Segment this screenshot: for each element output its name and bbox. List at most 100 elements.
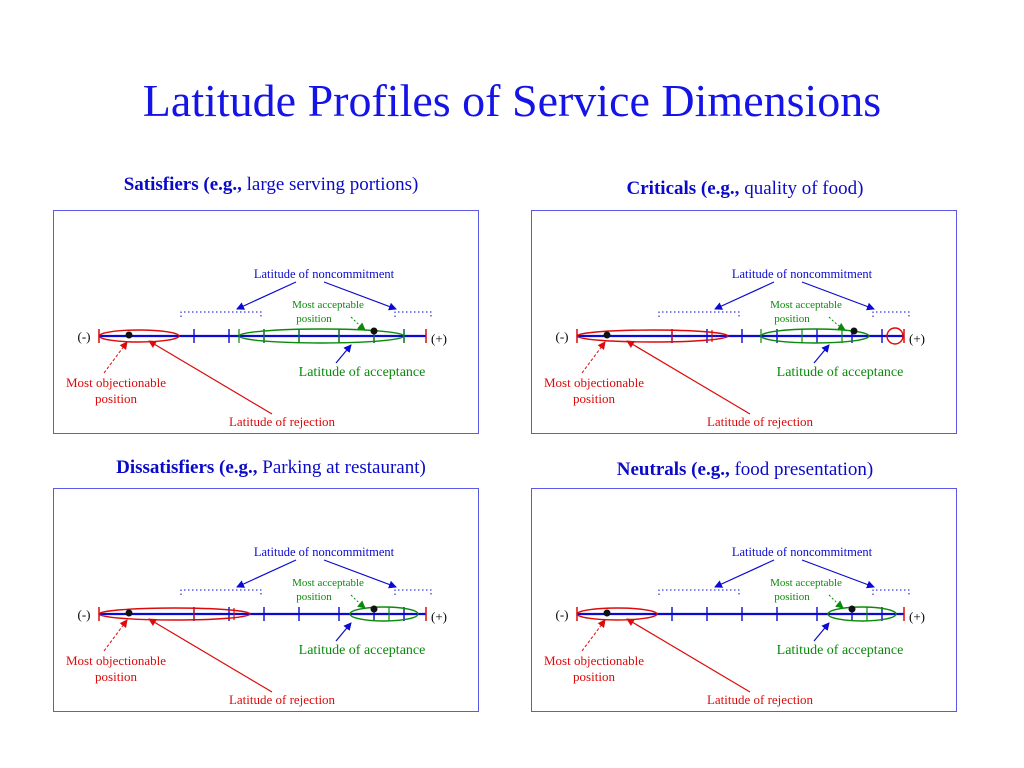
most-objectionable-label: position — [95, 391, 137, 406]
noncommitment-arrow — [714, 559, 775, 588]
rejection-ellipse — [576, 329, 729, 343]
noncommitment-bracket — [180, 311, 262, 317]
rejection-arrow — [148, 340, 273, 415]
noncommitment-bracket — [394, 311, 432, 317]
most-objectionable-label: Most objectionable — [66, 375, 166, 390]
panel-heading-rest: large serving portions) — [241, 174, 419, 195]
most-acceptable-label: position — [296, 591, 332, 603]
noncommitment-label: Latitude of noncommitment — [254, 545, 395, 559]
most-objectionable-dot — [125, 331, 133, 339]
most-objectionable-label: position — [573, 669, 615, 684]
rejection-ellipse — [98, 329, 180, 343]
panel-heading-neutrals: Neutrals (e.g., food presentation) — [525, 459, 965, 481]
most-acceptable-label: Most acceptable — [770, 299, 842, 311]
positive-end-label: (+) — [431, 609, 447, 624]
noncommitment-arrow — [801, 281, 875, 311]
negative-end-label: (-) — [78, 329, 91, 344]
panel-heading-rest: quality of food) — [739, 178, 864, 199]
page-title: Latitude Profiles of Service Dimensions — [142, 75, 882, 126]
rejection-ellipse — [98, 607, 251, 621]
noncommitment-arrow — [323, 559, 397, 589]
negative-end-label: (-) — [556, 329, 569, 344]
negative-end-label: (-) — [556, 607, 569, 622]
panel-heading-satisfiers: Satisfiers (e.g., large serving portions… — [51, 174, 491, 196]
noncommitment-arrow — [801, 559, 875, 589]
most-objectionable-arrow — [581, 341, 606, 374]
panel-heading-criticals: Criticals (e.g., quality of food) — [525, 178, 965, 200]
most-objectionable-label: position — [573, 391, 615, 406]
most-acceptable-arrow — [828, 316, 846, 331]
noncommitment-bracket — [394, 589, 432, 595]
most-objectionable-arrow — [103, 341, 128, 374]
panel-heading-dissatisfiers: Dissatisfiers (e.g., Parking at restaura… — [51, 457, 491, 479]
rejection-arrow — [626, 340, 751, 415]
most-acceptable-arrow — [350, 594, 366, 609]
acceptance-label: Latitude of acceptance — [299, 643, 426, 658]
most-acceptable-arrow — [350, 316, 366, 331]
positive-end-label: (+) — [431, 331, 447, 346]
acceptance-arrow — [813, 344, 830, 364]
noncommitment-label: Latitude of noncommitment — [732, 267, 873, 281]
rejection-outlier-circle — [886, 327, 904, 345]
most-objectionable-label: Most objectionable — [66, 653, 166, 668]
panel-heading-rest: food presentation) — [729, 459, 874, 480]
rejection-label: Latitude of rejection — [229, 414, 336, 429]
most-acceptable-dot — [850, 327, 858, 335]
rejection-label: Latitude of rejection — [707, 414, 814, 429]
rejection-ellipse — [576, 607, 658, 621]
most-acceptable-label: Most acceptable — [770, 577, 842, 589]
panel-heading-rest: Parking at restaurant) — [257, 457, 426, 478]
noncommitment-bracket — [872, 311, 910, 317]
panel-heading-bold: Criticals (e.g., — [626, 178, 740, 199]
noncommitment-bracket — [658, 589, 740, 595]
most-acceptable-dot — [370, 605, 378, 613]
noncommitment-bracket — [658, 311, 740, 317]
noncommitment-label: Latitude of noncommitment — [732, 545, 873, 559]
positive-end-label: (+) — [909, 609, 925, 624]
most-acceptable-label: Most acceptable — [292, 577, 364, 589]
positive-end-label: (+) — [909, 331, 925, 346]
most-acceptable-arrow — [828, 594, 844, 609]
acceptance-label: Latitude of acceptance — [777, 643, 904, 658]
noncommitment-arrow — [714, 281, 775, 310]
acceptance-ellipse — [349, 606, 419, 622]
acceptance-arrow — [335, 622, 352, 642]
most-objectionable-label: Most objectionable — [544, 653, 644, 668]
most-objectionable-arrow — [581, 619, 606, 652]
most-objectionable-dot — [603, 609, 611, 617]
acceptance-ellipse — [827, 606, 897, 622]
rejection-arrow — [626, 618, 751, 693]
noncommitment-arrow — [236, 281, 297, 310]
most-acceptable-dot — [848, 605, 856, 613]
most-objectionable-arrow — [103, 619, 128, 652]
most-objectionable-label: Most objectionable — [544, 375, 644, 390]
most-objectionable-dot — [603, 331, 611, 339]
noncommitment-arrow — [323, 281, 397, 311]
most-acceptable-label: position — [296, 313, 332, 325]
noncommitment-bracket — [872, 589, 910, 595]
panel-heading-bold: Dissatisfiers (e.g., — [116, 457, 258, 478]
rejection-label: Latitude of rejection — [707, 692, 814, 707]
most-acceptable-label: position — [774, 313, 810, 325]
rejection-label: Latitude of rejection — [229, 692, 336, 707]
rejection-arrow — [148, 618, 273, 693]
noncommitment-label: Latitude of noncommitment — [254, 267, 395, 281]
noncommitment-arrow — [236, 559, 297, 588]
most-objectionable-label: position — [95, 669, 137, 684]
most-objectionable-dot — [125, 609, 133, 617]
most-acceptable-label: Most acceptable — [292, 299, 364, 311]
noncommitment-bracket — [180, 589, 262, 595]
acceptance-arrow — [813, 622, 830, 642]
most-acceptable-dot — [370, 327, 378, 335]
panel-heading-bold: Satisfiers (e.g., — [123, 174, 242, 195]
negative-end-label: (-) — [78, 607, 91, 622]
acceptance-arrow — [335, 344, 352, 364]
